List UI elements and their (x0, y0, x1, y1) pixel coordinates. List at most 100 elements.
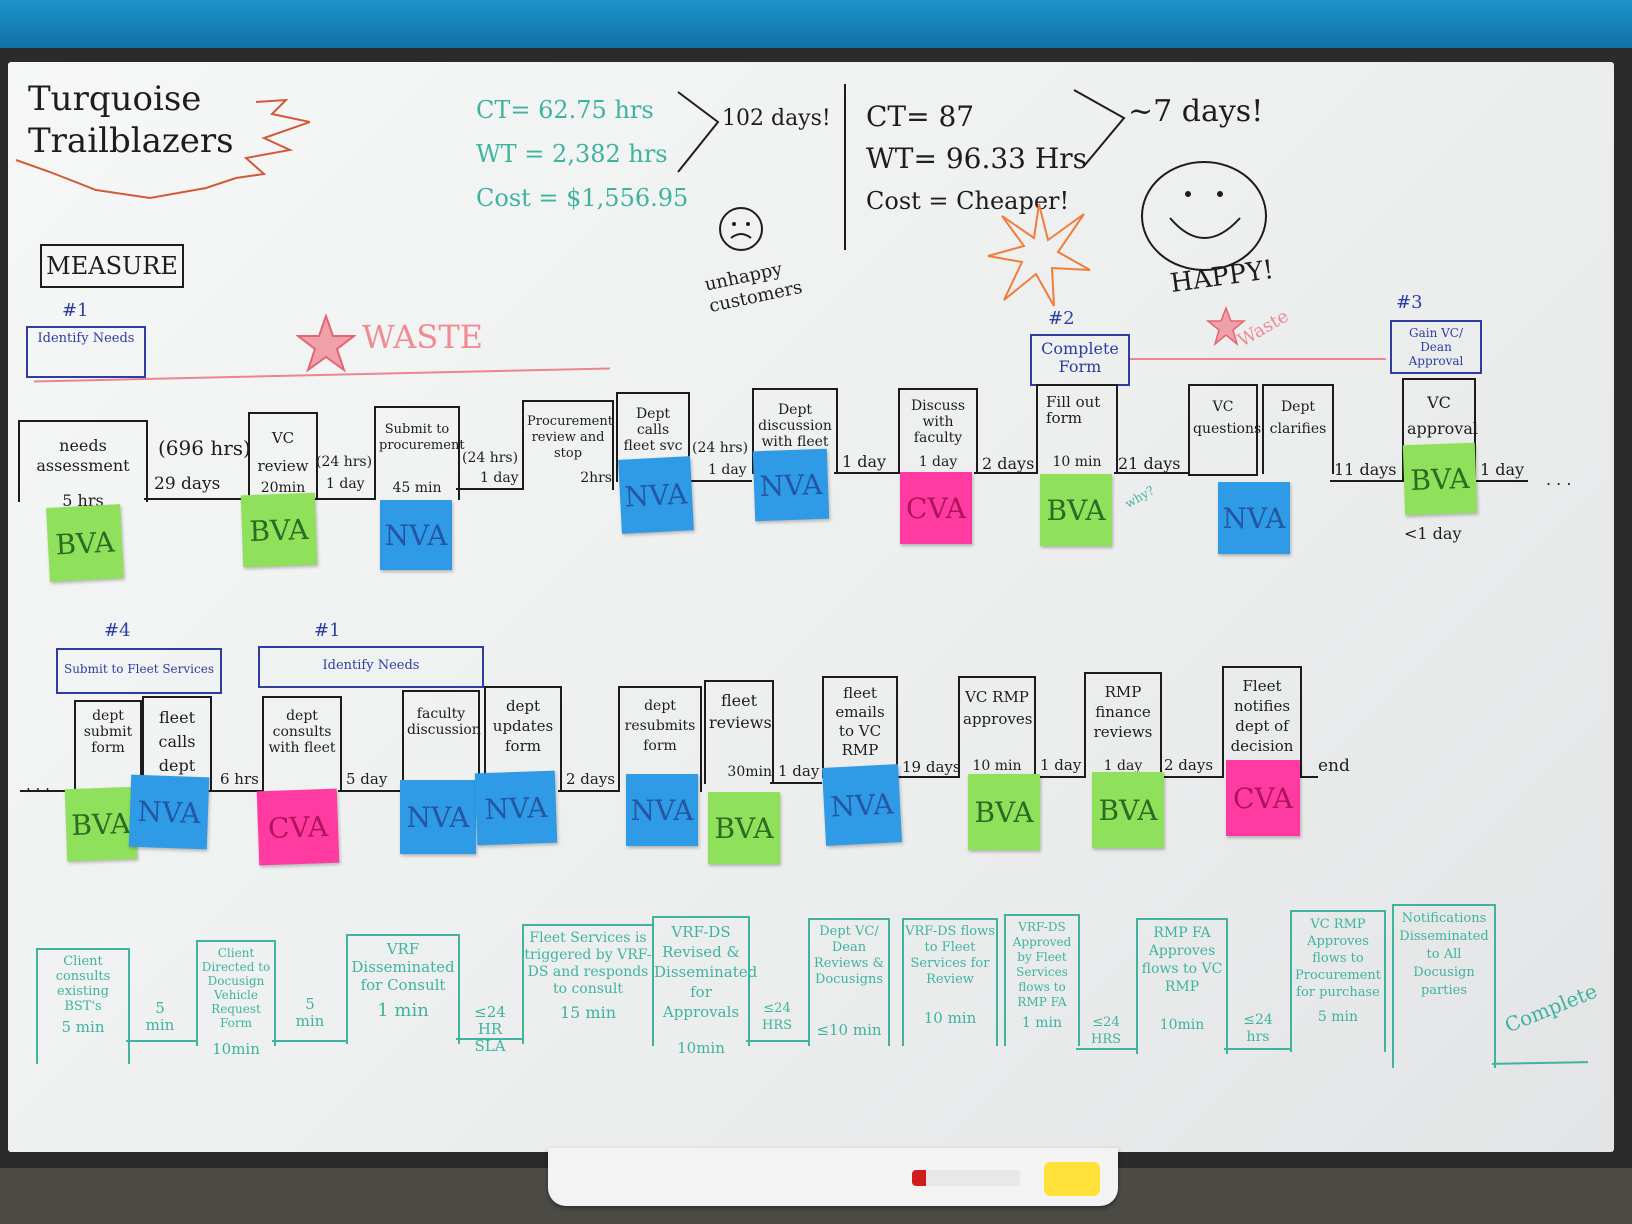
future-step: VRF-DS Approved by Fleet Services flows … (1004, 914, 1080, 1046)
future-ct: CT= 87 (866, 100, 975, 133)
step-vc-questions: VC questions (1188, 384, 1262, 476)
red-marker-icon (912, 1170, 1020, 1186)
step-fleet-emails-vc-rmp: fleet emails to VC RMP (822, 676, 898, 778)
wait-days: 1 day (842, 452, 887, 471)
step-label: fleet calls dept (158, 708, 196, 775)
step-rmp-finance-reviews: RMP finance reviews 1 day (1084, 672, 1162, 778)
step-label: Fill out form (1046, 393, 1101, 427)
future-step-time: 10min (1159, 1017, 1205, 1033)
wait-line (834, 472, 898, 474)
title-burst (15, 98, 310, 200)
future-step: RMP FA Approves flows to VC RMP 10min (1136, 918, 1228, 1054)
future-step: VC RMP Approves flows to Procurement for… (1392, 904, 1496, 1068)
step-dept-calls-fleet: Dept calls fleet svc (616, 392, 690, 482)
step-label: VC review (257, 429, 309, 475)
future-step: VRF-DS Revised & Disseminated for Approv… (652, 916, 758, 1057)
future-step-time: 5 min (61, 1018, 105, 1036)
future-step-label: Client Directed to Docusign Vehicle Requ… (201, 946, 271, 1030)
current-total: 102 days! (722, 106, 831, 131)
phase4-number: #4 (104, 620, 131, 641)
wait-hours: (24 hrs) (462, 450, 519, 466)
wait-line (1330, 480, 1402, 482)
step-label: Procurement review and stop (527, 414, 613, 461)
sticky-cva: CVA (1226, 760, 1300, 836)
step-dept-consults-fleet: dept consults with fleet (262, 696, 342, 792)
wait-line (974, 472, 1036, 474)
current-metrics: CT= 62.75 hrs WT = 2,382 hrs Cost = $1,5… (476, 88, 688, 220)
sticky-bva: BVA (240, 492, 318, 568)
step-dept-submit-form: dept submit form (74, 700, 142, 792)
step-fill-form: Fill out form 10 min (1036, 384, 1118, 474)
future-wt: WT= 96.33 Hrs (866, 142, 1088, 175)
continuation-dots: . . . (1546, 470, 1572, 489)
wait-hours: (24 hrs) (692, 440, 749, 456)
future-step-label: VRF-DS Revised & Disseminated for Approv… (654, 923, 758, 1021)
future-step-label: VRF Disseminated for Consult (351, 940, 455, 994)
future-step-label: Notifications Disseminated to All Docusi… (1399, 911, 1489, 998)
phase1b-number: #1 (314, 620, 341, 641)
phase2-number: #2 (1048, 308, 1075, 329)
current-cost: Cost = $1,556.95 (476, 184, 689, 212)
future-step-label: VRF-DS Approved by Fleet Services flows … (1012, 920, 1072, 1009)
future-step: Fleet Services is triggered by VRF-DS an… (522, 924, 654, 1044)
sticky-bva: BVA (46, 504, 124, 582)
future-step: Dept VC/ Dean Reviews & Docusigns ≤10 mi… (808, 918, 890, 1046)
phase1-box: Identify Needs (26, 326, 146, 378)
future-wait-line (746, 1040, 808, 1042)
pink-star-icon (296, 314, 356, 373)
sticky-cva: CVA (256, 788, 340, 866)
small-pink-star-icon (1206, 306, 1246, 346)
step-label: Fleet notifies dept of decision (1230, 677, 1294, 755)
wait-days: 1 day (708, 462, 747, 478)
step-label: VC questions (1193, 399, 1262, 437)
blue-tape (0, 0, 1632, 52)
wait-hours: 6 hrs (220, 770, 259, 788)
future-step-label: Client consults existing BST's (55, 954, 111, 1014)
waste-label-left: WASTE (362, 318, 484, 356)
sticky-cva: CVA (900, 472, 972, 544)
wait-line (1114, 472, 1188, 474)
phase3-box: Gain VC/ Dean Approval (1390, 320, 1482, 374)
sticky-nva: NVA (1218, 482, 1290, 554)
wait-line (1298, 776, 1318, 778)
future-wait: ≤24 HRS (761, 1001, 793, 1033)
wait-days: 1 day (326, 476, 365, 492)
future-step: VRF Disseminated for Consult 1 min (346, 934, 460, 1044)
step-label: RMP finance reviews (1093, 683, 1153, 741)
step-time: 30min (727, 764, 772, 780)
sticky-nva: NVA (400, 780, 476, 854)
wait-days: 21 days (1118, 454, 1181, 473)
step-vc-rmp-approves: VC RMP approves 10 min (958, 676, 1036, 778)
phase1-number: #1 (62, 300, 89, 321)
sticky-nva: NVA (822, 764, 902, 846)
future-wait: ≤24 hrs (1243, 1012, 1273, 1045)
wait-line (20, 790, 74, 792)
step-label: VC approval (1407, 393, 1478, 438)
step-discuss-faculty: Discuss with faculty 1 day (898, 388, 978, 474)
step-time: 2hrs (580, 470, 612, 486)
wait-days: 1 day (1480, 460, 1525, 479)
phase3-number: #3 (1396, 292, 1423, 313)
step-label: fleet emails to VC RMP (835, 684, 885, 759)
future-step-time: 1 min (1021, 1015, 1063, 1031)
smiley-face-icon (1141, 161, 1267, 271)
sad-face-icon (719, 207, 763, 251)
future-wait: ≤24 HR SLA (474, 1003, 506, 1055)
current-ct: CT= 62.75 hrs (476, 96, 654, 124)
sticky-nva: NVA (128, 774, 210, 850)
future-cost: Cost = Cheaper! (866, 187, 1070, 215)
wait-line (1158, 776, 1222, 778)
sticky-bva: BVA (1402, 442, 1478, 516)
wait-line (894, 776, 958, 778)
future-wait: 5 min (295, 995, 325, 1030)
wait-line (314, 498, 374, 500)
step-fleet-calls-dept: fleet calls dept (142, 696, 212, 792)
wait-line (144, 498, 248, 500)
future-step-label: Fleet Services is triggered by VRF-DS an… (524, 930, 652, 997)
step-label: Dept discussion with fleet (758, 402, 832, 450)
wait-line (208, 790, 262, 792)
step-label: Submit to procurement (379, 422, 465, 453)
end-label: end (1318, 756, 1350, 776)
step-dept-clarifies: Dept clarifies (1262, 384, 1334, 474)
wait-less-day: <1 day (1404, 524, 1462, 543)
